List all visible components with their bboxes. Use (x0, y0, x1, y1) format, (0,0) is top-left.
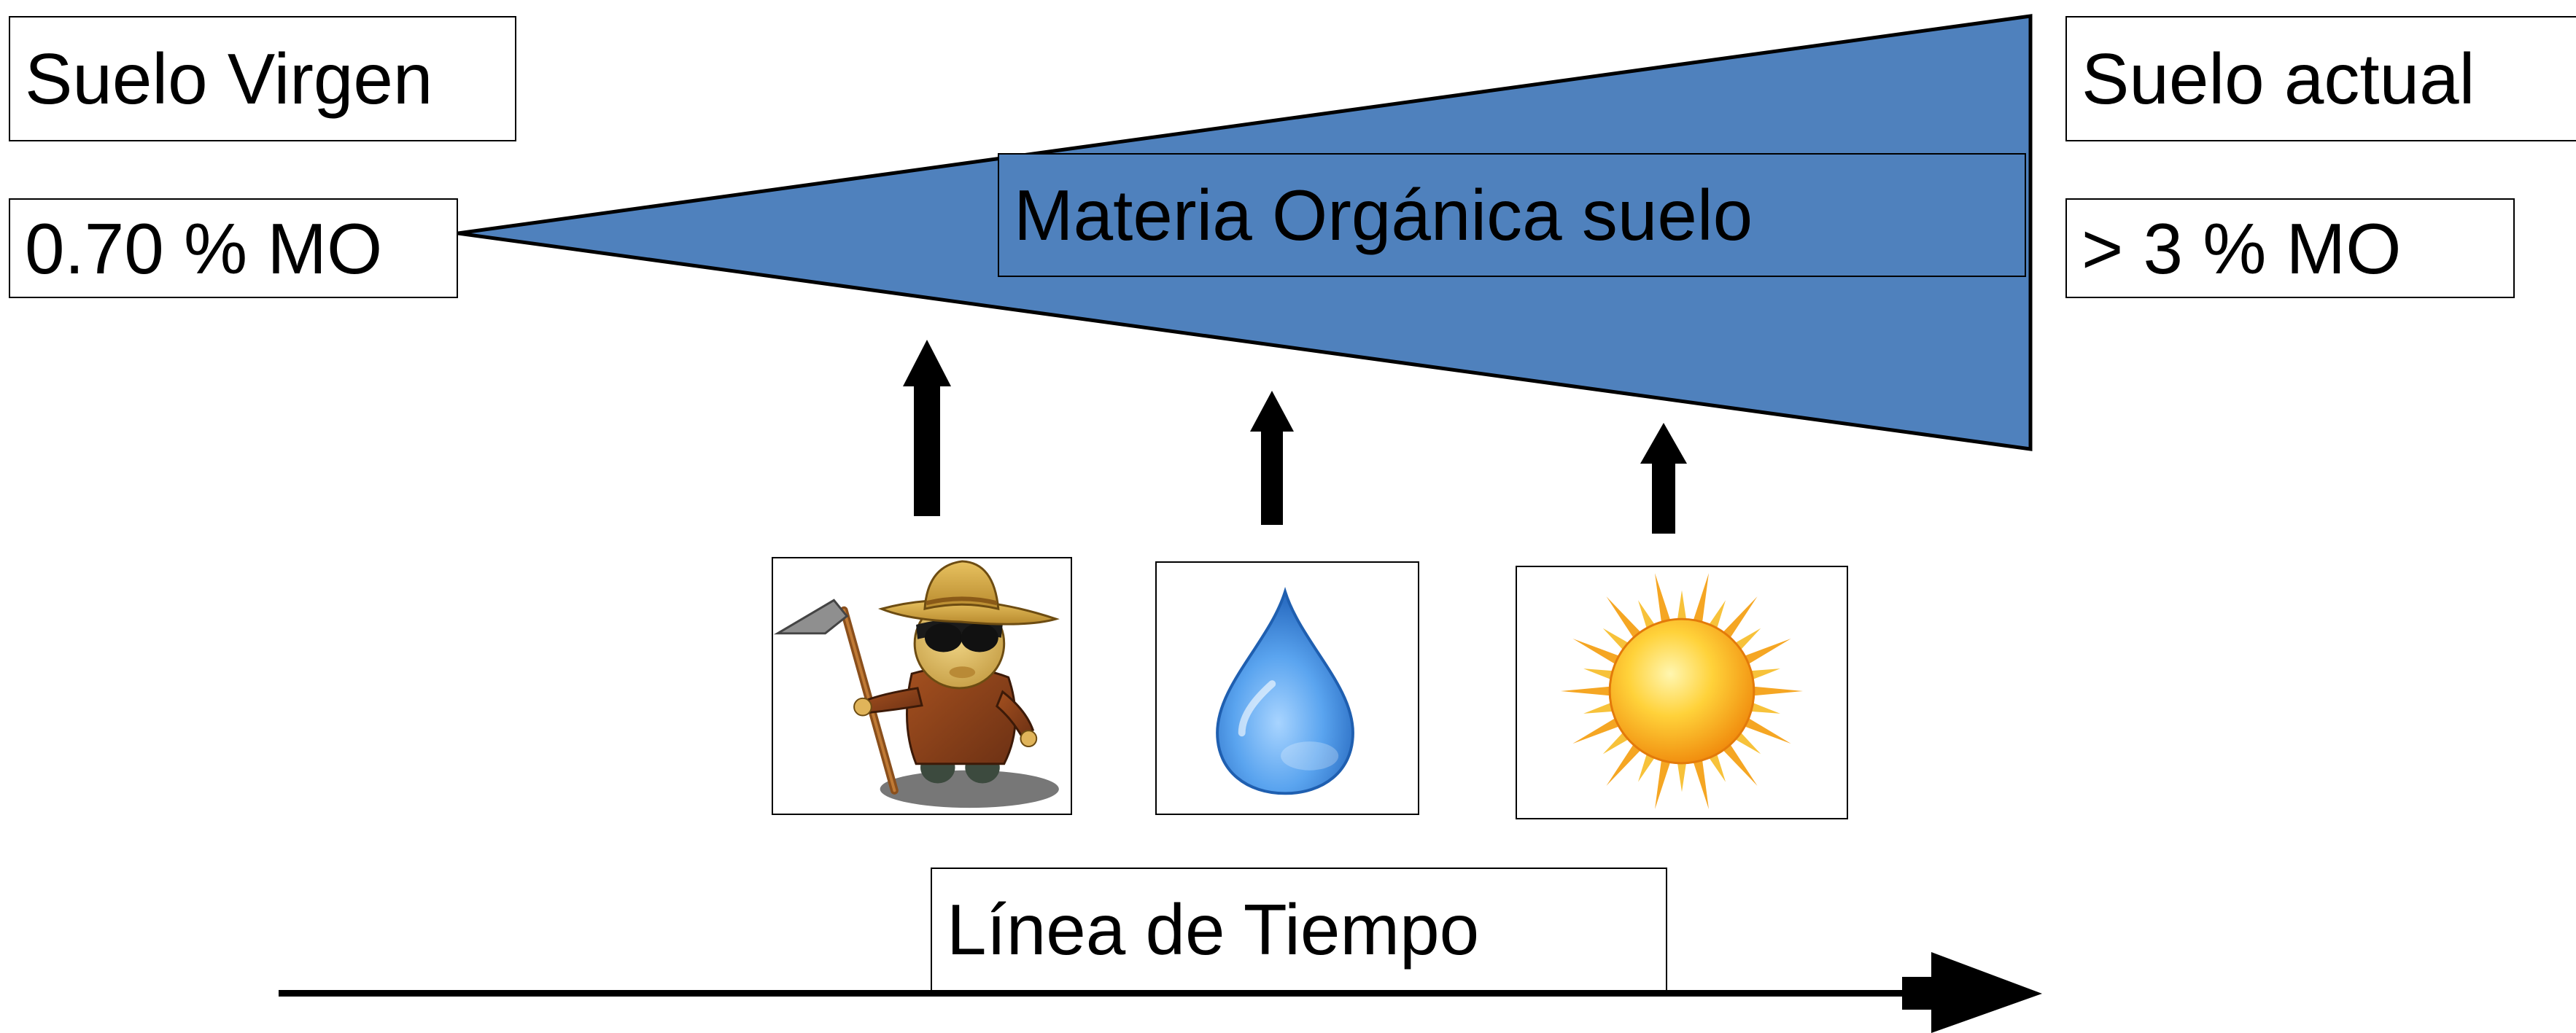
sun-ray (1742, 717, 1791, 744)
sun-ray (1747, 701, 1780, 714)
virgin-soil-mo-value: 0.70 % MO (25, 208, 383, 289)
current-soil-title: Suelo actual (2082, 39, 2475, 119)
water-frame (1155, 561, 1419, 815)
water-drop-icon (1216, 586, 1354, 795)
sun-ray (1602, 730, 1632, 755)
sun-ray (1707, 600, 1726, 631)
sun-frame (1516, 566, 1848, 819)
virgin-soil-label: Suelo Virgen (9, 16, 516, 141)
sun-ray (1750, 686, 1804, 696)
sun-ray (1677, 760, 1687, 792)
sun-ray (1692, 573, 1709, 625)
timeline-arrow (279, 952, 2042, 1033)
sun-ray (1692, 757, 1709, 809)
sun-ray (1572, 638, 1622, 666)
sun-ray (1720, 596, 1758, 641)
sun-ray (1677, 590, 1687, 623)
current-soil-label: Suelo actual (2065, 16, 2576, 141)
sun-ray (1732, 628, 1761, 652)
sun-rays (1560, 573, 1804, 809)
sun-ray (1732, 730, 1761, 755)
sun-ray (1583, 701, 1616, 714)
sun-ray (1560, 686, 1613, 696)
sun-ray (1637, 751, 1656, 782)
organic-matter-text: Materia Orgánica suelo (1014, 175, 1753, 255)
sun-ray (1655, 573, 1672, 625)
current-soil-mo-box: > 3 % MO (2065, 198, 2515, 298)
virgin-soil-mo-box: 0.70 % MO (9, 198, 458, 298)
arrow-up-3 (1640, 423, 1687, 534)
sun-ray (1720, 741, 1758, 786)
sun-ray (1707, 751, 1726, 782)
sun-ray (1655, 757, 1672, 809)
sun-ray (1572, 717, 1622, 744)
sun-ray (1606, 741, 1643, 786)
sun-ray (1747, 668, 1780, 681)
sun-ray (1742, 638, 1791, 666)
arrow-up-2 (1250, 391, 1294, 525)
virgin-soil-title: Suelo Virgen (25, 39, 433, 119)
organic-matter-label: Materia Orgánica suelo (998, 153, 2026, 277)
sun-ray (1583, 668, 1616, 681)
current-soil-mo-value: > 3 % MO (2082, 208, 2402, 289)
farmer-with-hoe-icon (773, 560, 1060, 808)
timeline-text: Línea de Tiempo (947, 889, 1480, 970)
farmer-frame (772, 557, 1072, 815)
arrow-up-1 (903, 340, 951, 516)
sun-ray (1637, 600, 1656, 631)
sun-ray (1606, 596, 1643, 641)
sun-ray (1602, 628, 1632, 652)
timeline-label: Línea de Tiempo (931, 868, 1667, 991)
sun-icon (1560, 573, 1804, 809)
